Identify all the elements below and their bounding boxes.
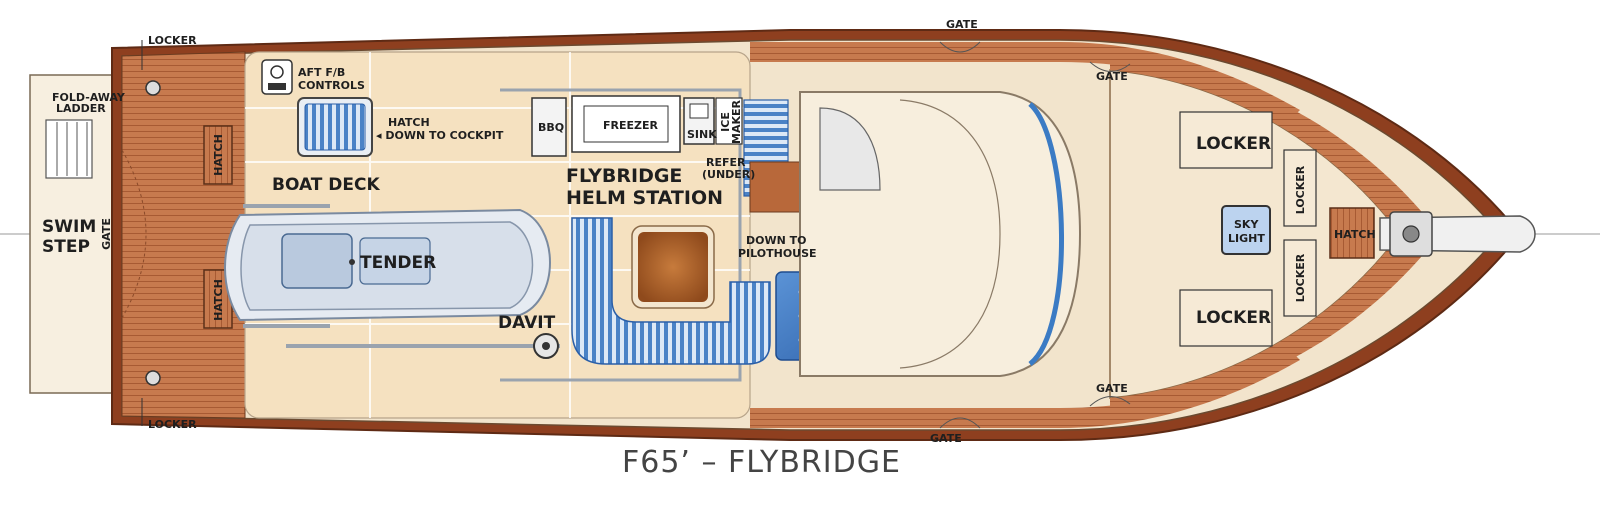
label-boat-deck: BOAT DECK [272, 175, 381, 195]
label-locker-top: LOCKER [148, 34, 197, 47]
helm-settee [571, 217, 771, 365]
label-locker-fwd-upper: LOCKER [1196, 134, 1271, 154]
tender-console [281, 233, 353, 289]
fwd-locker-upper[interactable] [1179, 111, 1273, 169]
cockpit-hatch-glass [304, 103, 366, 151]
label-sky: SKY [1234, 218, 1259, 231]
label-aft-fb-2: CONTROLS [298, 79, 365, 92]
controls-wheel-icon [270, 65, 284, 79]
anchor-icon [1402, 225, 1420, 243]
label-hatch-cockpit-1: HATCH [388, 116, 430, 129]
forward-arch [819, 107, 881, 191]
label-fold-away-1: FOLD-AWAY [52, 91, 126, 104]
gate-arcs [939, 41, 1131, 429]
skylight [1221, 205, 1271, 255]
label-tender: TENDER [360, 253, 436, 273]
label-down-to-2: PILOTHOUSE [738, 247, 817, 260]
label-freezer: FREEZER [603, 119, 659, 132]
tender-cleat [349, 259, 355, 265]
label-gate-upper-side: GATE [1096, 70, 1128, 83]
sink-basin [689, 103, 709, 119]
davit-pivot [542, 342, 550, 350]
label-refer-2: (UNDER) [702, 168, 755, 181]
label-hatch-upper: HATCH [212, 134, 225, 176]
freezer-lid [583, 105, 669, 143]
label-gate-transom: GATE [100, 218, 113, 250]
label-refer-1: REFER [706, 156, 746, 169]
label-down-to-1: DOWN TO [746, 234, 807, 247]
aft-teak-deck [121, 51, 246, 419]
label-sink: SINK [687, 128, 717, 141]
label-locker-bottom: LOCKER [148, 418, 197, 431]
label-davit: DAVIT [498, 313, 556, 333]
label-gate-top: GATE [946, 18, 978, 31]
label-gate-bottom: GATE [930, 432, 962, 445]
label-hatch-cockpit-2: ◂ DOWN TO COCKPIT [376, 129, 504, 142]
controls-panel [268, 83, 286, 90]
helm-table-top [638, 232, 708, 302]
side-deck-port [750, 42, 1300, 120]
label-hatch-bow: HATCH [1334, 228, 1376, 241]
label-locker-fwd-lower: LOCKER [1196, 308, 1271, 328]
page-title: F65’ – FLYBRIDGE [622, 445, 901, 480]
label-locker-side-upper: LOCKER [1294, 165, 1307, 214]
label-fold-away-2: LADDER [56, 102, 106, 115]
aft-locker-port [145, 80, 161, 96]
label-ice: ICE [719, 112, 732, 132]
label-aft-fb-1: AFT F/B [298, 66, 345, 79]
label-flybridge-1: FLYBRIDGE [566, 165, 682, 187]
hardtop-inner [899, 99, 1001, 369]
tender-skids [243, 204, 330, 328]
label-light: LIGHT [1228, 232, 1265, 245]
fwd-side-locker-lower[interactable] [1283, 239, 1317, 317]
aft-locker-stbd [145, 370, 161, 386]
label-gate-lower-side: GATE [1096, 382, 1128, 395]
label-maker: MAKER [730, 99, 743, 143]
label-swim-step-2: STEP [42, 237, 90, 257]
label-hatch-lower: HATCH [212, 279, 225, 321]
fold-away-ladder [45, 119, 93, 179]
fwd-side-locker-upper[interactable] [1283, 149, 1317, 227]
ladder-rungs [56, 122, 88, 176]
label-flybridge-2: HELM STATION [566, 187, 723, 209]
ice-maker[interactable] [715, 97, 743, 145]
bbq[interactable] [531, 97, 567, 157]
label-swim-step-1: SWIM [42, 217, 96, 237]
tender-seat [359, 237, 431, 285]
windshield [1028, 102, 1064, 366]
bow-hatch[interactable] [1329, 207, 1375, 259]
fwd-locker-lower[interactable] [1179, 289, 1273, 347]
side-deck-stbd [750, 350, 1300, 428]
aft-hatch-upper [203, 125, 233, 185]
label-bbq: BBQ [538, 121, 564, 134]
label-locker-side-lower: LOCKER [1294, 253, 1307, 302]
helm-rail [500, 88, 742, 382]
